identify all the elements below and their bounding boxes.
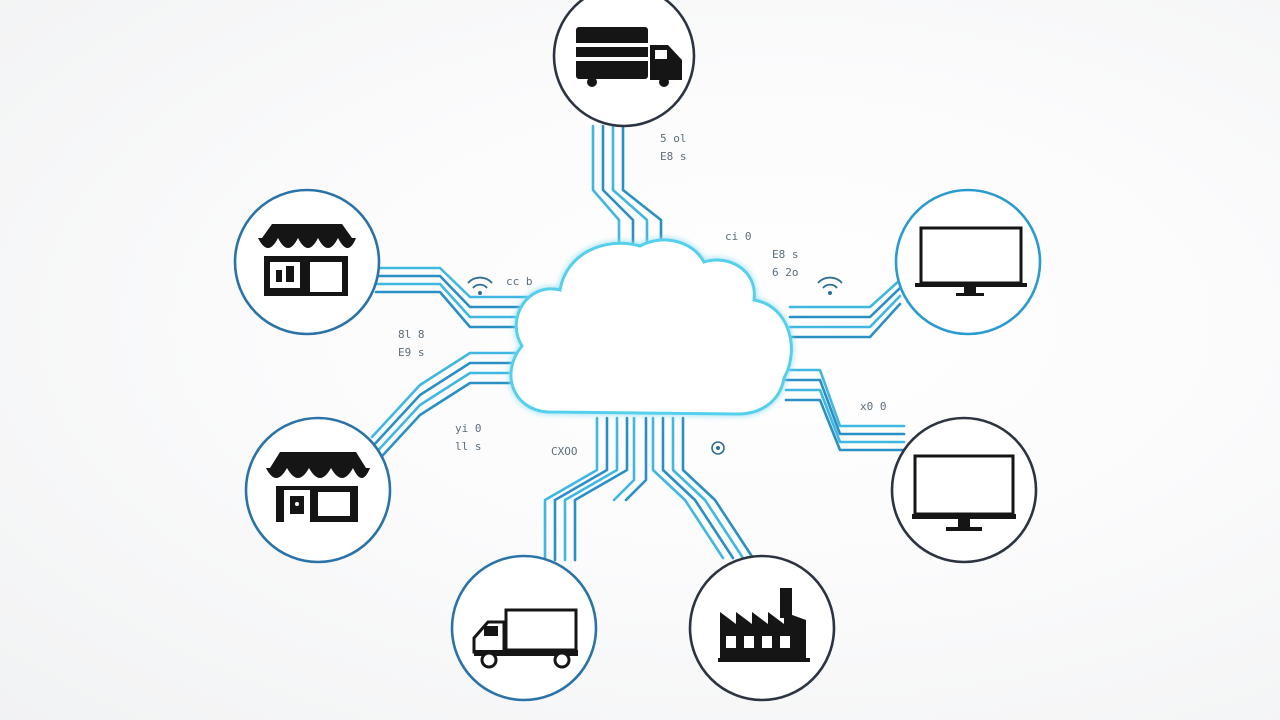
node-store-lower-left	[244, 416, 392, 564]
trace-upper-right	[788, 286, 902, 319]
node-factory-bottom	[688, 554, 836, 702]
circuit-traces	[370, 124, 906, 562]
trace-bottom-left	[573, 416, 629, 562]
node-truck-top	[552, 0, 696, 128]
annotation-label: x0 0	[860, 400, 887, 413]
factory-icon	[718, 588, 810, 662]
trace-lower-left	[370, 371, 518, 459]
trace-top	[601, 124, 635, 254]
annotation-label: E8 s	[772, 248, 799, 261]
trace-bottom-right	[671, 416, 745, 560]
trace-lower-right	[784, 388, 906, 444]
annotation-label: CXOO	[551, 445, 578, 458]
storefront-icon	[258, 224, 356, 296]
node-monitor-upper-right	[894, 188, 1042, 336]
trace-top	[591, 124, 621, 254]
delivery-truck-icon	[472, 608, 578, 669]
storefront-icon	[266, 452, 370, 522]
trace-lower-left	[370, 381, 518, 469]
trace-bottom-right	[681, 416, 755, 560]
trace-upper-left	[374, 290, 542, 329]
wifi-icon	[467, 276, 493, 295]
annotation-label: yi 0	[455, 422, 482, 435]
trace-bottom-right	[651, 416, 725, 560]
annotation-label: ll s	[455, 440, 482, 453]
monitor-icon	[915, 226, 1027, 296]
trace-upper-right	[788, 302, 902, 339]
annotation-label: 6 2o	[772, 266, 799, 279]
cloud-icon	[509, 238, 793, 416]
trace-bottom-left	[543, 416, 599, 562]
annotation-label: E8 s	[660, 150, 687, 163]
trace-upper-right	[788, 278, 902, 309]
trace-lower-right	[784, 398, 906, 452]
annotation-label: E9 s	[398, 346, 425, 359]
cloud-hub	[509, 238, 793, 416]
trace-top	[611, 124, 649, 254]
trace-bottom-link	[612, 416, 636, 502]
trace-upper-left	[374, 282, 542, 319]
annotation-label: 5 ol	[660, 132, 687, 145]
trace-bottom-left	[553, 416, 609, 562]
annotation-label: ci 0	[725, 230, 752, 243]
node-truck-bottom	[450, 554, 598, 702]
trace-bottom-link	[624, 416, 648, 502]
trace-upper-right	[788, 294, 902, 329]
wifi-icon	[817, 276, 843, 295]
trace-bottom-left	[563, 416, 619, 562]
trace-lower-right	[784, 378, 906, 436]
trace-upper-left	[374, 274, 542, 309]
trace-lower-left	[370, 351, 518, 439]
annotation-label: 8l 8	[398, 328, 425, 341]
signal-node-icon	[711, 441, 725, 455]
node-monitor-lower-right	[890, 416, 1038, 564]
trace-lower-left	[370, 361, 518, 449]
trace-top	[621, 124, 663, 254]
monitor-icon	[912, 454, 1016, 531]
trace-upper-left	[374, 266, 542, 299]
trace-bottom-right	[661, 416, 735, 560]
box-truck-icon	[576, 27, 682, 87]
trace-lower-right	[784, 368, 906, 428]
trace-annotations: CXOO 5 ol E8 s cc b E8 s 6 2o 8l 8 E9 s …	[398, 132, 887, 458]
node-store-upper-left	[233, 188, 381, 336]
annotation-label: cc b	[506, 275, 533, 288]
